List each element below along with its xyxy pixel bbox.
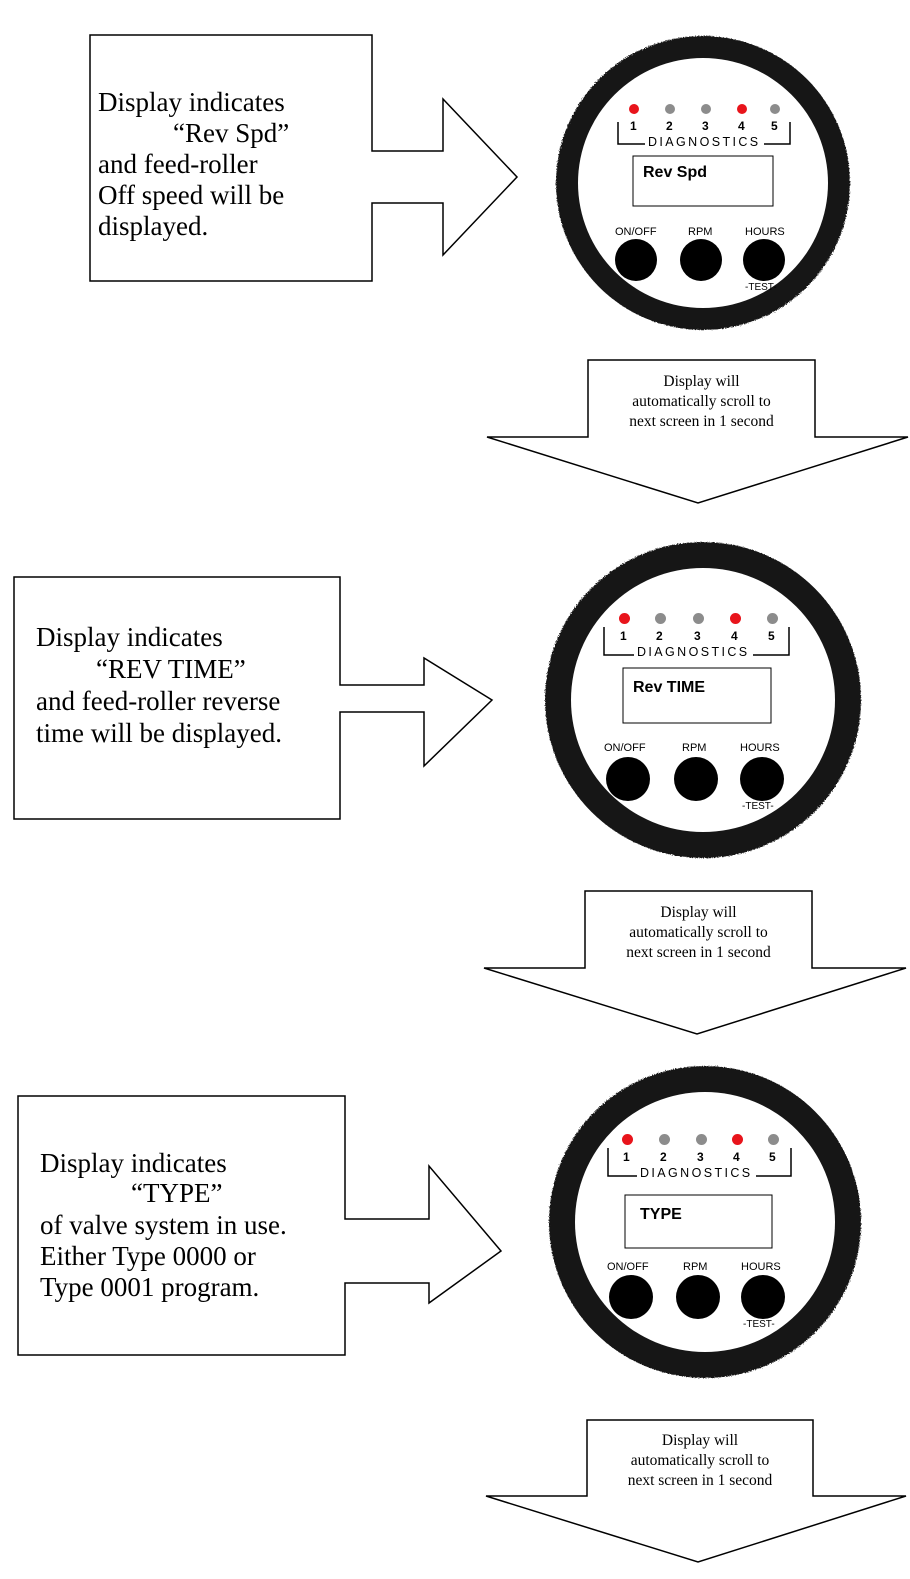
led-1-lit <box>621 1133 633 1145</box>
flow-3-line-2: automatically scroll to <box>630 1452 770 1469</box>
led-number-5: 5 <box>771 119 778 133</box>
led-2-unlit <box>654 612 666 624</box>
led-number-1: 1 <box>623 1150 630 1164</box>
callout-2-line-2: “REV TIME” <box>96 654 246 684</box>
led-4-lit <box>729 612 741 624</box>
diagnostics-label: DIAGNOSTICS <box>637 1166 756 1180</box>
hours-button-label: HOURS <box>745 226 785 238</box>
callout-2-line-3: and feed-roller reverse <box>36 686 281 716</box>
led-number-3: 3 <box>702 119 709 133</box>
led-5-unlit <box>767 1133 779 1145</box>
led-number-2: 2 <box>656 629 663 643</box>
led-number-1: 1 <box>620 629 627 643</box>
lcd-screen-text: Rev TIME <box>633 679 706 696</box>
rpm-button-label: RPM <box>683 1261 708 1273</box>
led-number-5: 5 <box>768 629 775 643</box>
callout-1-line-5: displayed. <box>98 211 209 241</box>
led-number-2: 2 <box>660 1150 667 1164</box>
callout-1-line-3: and feed-roller <box>98 149 258 179</box>
callout-3-line-2: “TYPE” <box>131 1178 223 1208</box>
callout-2-line-1: Display indicates <box>36 622 223 652</box>
test-label: -TEST- <box>745 282 777 293</box>
led-2-unlit <box>658 1133 670 1145</box>
callout-3-line-1: Display indicates <box>40 1148 227 1178</box>
led-5-unlit <box>766 612 778 624</box>
led-3-unlit <box>692 612 704 624</box>
flow-arrow-3 <box>485 1419 907 1563</box>
callout-1-line-2: “Rev Spd” <box>173 118 290 148</box>
led-number-4: 4 <box>731 629 738 643</box>
flow-1-line-2: automatically scroll to <box>632 393 771 410</box>
callout-3-line-5: Type 0001 program. <box>40 1272 260 1302</box>
callout-arrow-3 <box>17 1095 503 1356</box>
led-number-4: 4 <box>738 119 745 133</box>
callout-arrow-1 <box>89 34 519 282</box>
lcd-screen-text: TYPE <box>640 1206 682 1223</box>
led-number-4: 4 <box>733 1150 740 1164</box>
gauge-device-3 <box>549 1066 861 1378</box>
flow-2-line-3: next screen in 1 second <box>626 944 771 961</box>
callout-2-line-4: time will be displayed. <box>36 718 282 748</box>
flow-1-line-3: next screen in 1 second <box>629 413 774 430</box>
flow-2-line-2: automatically scroll to <box>629 924 768 941</box>
led-number-2: 2 <box>666 119 673 133</box>
diagnostics-label: DIAGNOSTICS <box>645 135 764 149</box>
callout-1-line-1: Display indicates <box>98 87 285 117</box>
on-off-button-label: ON/OFF <box>615 226 657 238</box>
led-1-lit <box>618 612 630 624</box>
flow-3-line-3: next screen in 1 second <box>627 1472 773 1489</box>
led-2-unlit <box>665 104 675 114</box>
led-4-lit <box>731 1133 743 1145</box>
flow-arrow-2 <box>483 890 907 1035</box>
callout-3-line-3: of valve system in use. <box>40 1210 287 1240</box>
on-off-button-label: ON/OFF <box>604 742 646 754</box>
flow-1-line-1: Display will <box>663 373 740 390</box>
led-number-5: 5 <box>769 1150 776 1164</box>
gauge-device-2 <box>545 542 861 858</box>
flow-2-line-1: Display will <box>660 904 737 921</box>
flow-arrow-1 <box>486 359 909 504</box>
led-5-unlit <box>770 104 780 114</box>
hours-button-label: HOURS <box>741 1261 781 1273</box>
callout-3-line-4: Either Type 0000 or <box>40 1241 256 1271</box>
led-1-lit <box>629 104 639 114</box>
test-label: -TEST- <box>743 1319 775 1330</box>
callout-1-line-4: Off speed will be <box>98 180 285 210</box>
led-3-unlit <box>701 104 711 114</box>
rpm-button-label: RPM <box>688 226 713 238</box>
on-off-button-label: ON/OFF <box>607 1261 649 1273</box>
callout-arrow-2 <box>13 576 494 820</box>
hours-button-label: HOURS <box>740 742 780 754</box>
led-4-lit <box>737 104 747 114</box>
gauge-device-1 <box>556 36 850 330</box>
rpm-button-label: RPM <box>682 742 707 754</box>
led-3-unlit <box>695 1133 707 1145</box>
led-number-3: 3 <box>694 629 701 643</box>
led-number-1: 1 <box>630 119 637 133</box>
lcd-screen-text: Rev Spd <box>643 164 708 181</box>
diagnostics-label: DIAGNOSTICS <box>634 645 753 659</box>
led-number-3: 3 <box>697 1150 704 1164</box>
test-label: -TEST- <box>742 801 774 812</box>
flow-3-line-1: Display will <box>661 1432 739 1449</box>
